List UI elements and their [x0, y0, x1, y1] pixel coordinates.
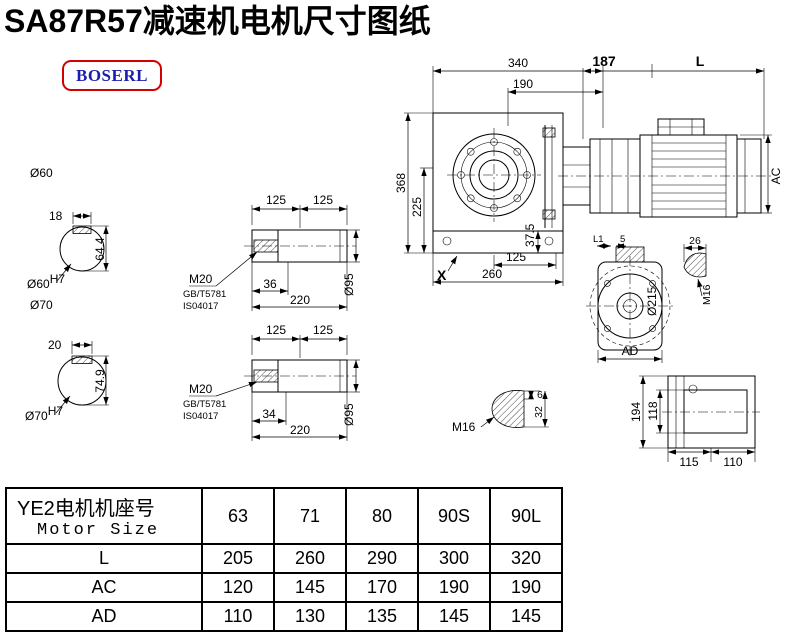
table-cell: 170 [345, 572, 419, 603]
dim-70-keyheight: 74.9 [93, 369, 107, 393]
table-size-71: 71 [273, 487, 347, 545]
dim-26: 26 [689, 235, 701, 247]
thread-label: M20 [189, 272, 213, 286]
motor-size-table: YE2电机机座号 Motor Size 63 71 80 90S 90L L 2… [5, 487, 563, 632]
mark-x: X [437, 267, 447, 283]
dim-118: 118 [646, 401, 660, 420]
brand-logo: BOSERL [62, 60, 162, 91]
table-header-motor-size: YE2电机机座号 Motor Size [5, 487, 203, 545]
shaft-end-detail: 6 32 M16 [452, 389, 549, 434]
row-label-L: L [5, 543, 203, 574]
dim-L: L [696, 53, 705, 69]
shaft-section-60: Ø60 18 64.4 Ø60H7 [27, 166, 109, 291]
dim-125a: 125 [266, 193, 286, 207]
dim-5: 5 [620, 234, 625, 245]
table-cell: 145 [273, 572, 347, 603]
table-cell: 145 [417, 601, 491, 632]
table-row-AC: AC 120 145 170 190 190 [5, 572, 563, 603]
table-cell: 145 [489, 601, 563, 632]
motor-side-view: 187 L AC [558, 53, 783, 218]
dim-340: 340 [508, 56, 528, 70]
table-header-row: YE2电机机座号 Motor Size 63 71 80 90S 90L [5, 487, 563, 545]
flange-side-view: L1 5 Ø215 AD 26 M16 [586, 234, 713, 363]
std2-label: IS04017 [183, 301, 218, 312]
std2-label: IS04017 [183, 411, 218, 422]
dim-187: 187 [592, 53, 616, 69]
thread-label: M20 [189, 382, 213, 396]
dim-60-keyheight: 64.4 [93, 237, 107, 261]
dim-70-dia: Ø70 [30, 298, 53, 312]
table-cell: 290 [345, 543, 419, 574]
table-row-L: L 205 260 290 300 320 [5, 543, 563, 574]
dim-260: 260 [482, 267, 502, 281]
thread-M16: M16 [701, 284, 713, 305]
shaft-view-2: 125 125 M20 GB/T5781 IS04017 34 220 Ø95 [183, 323, 360, 441]
page-title: SA87R57减速机电机尺寸图纸 [4, 3, 431, 39]
dim-AD: AD [622, 344, 639, 358]
dim-AC: AC [769, 167, 783, 184]
dim-37-5: 37.5 [523, 223, 537, 247]
dim-threadlen: 34 [262, 407, 276, 421]
dim-215: Ø215 [645, 286, 659, 316]
dim-threadlen: 36 [263, 277, 277, 291]
table-size-90L: 90L [489, 487, 563, 545]
dim-totallen: 220 [290, 293, 310, 307]
dim-194: 194 [629, 402, 643, 422]
dim-125b: 125 [313, 323, 333, 337]
dim-70-fit: Ø70H7 [25, 404, 63, 423]
dim-60-dia: Ø60 [30, 166, 53, 180]
table-cell: 190 [489, 572, 563, 603]
dim-60-fit: Ø60H7 [27, 272, 65, 291]
dim-190: 190 [513, 77, 533, 91]
std1-label: GB/T5781 [183, 399, 226, 410]
table-cell: 320 [489, 543, 563, 574]
dim-115: 115 [679, 455, 698, 469]
dim-hubdia: Ø95 [342, 403, 356, 426]
table-cell: 120 [201, 572, 275, 603]
table-header-cn: YE2电机机座号 [17, 498, 155, 520]
shaft-view-1: 125 125 M20 GB/T5781 IS04017 36 220 Ø95 [183, 193, 360, 312]
dim-totallen: 220 [290, 423, 310, 437]
table-cell: 130 [273, 601, 347, 632]
table-cell: 135 [345, 601, 419, 632]
dim-60-keywidth: 18 [49, 209, 63, 223]
row-label-AC: AC [5, 572, 203, 603]
gearbox-front-view: 340 190 368 225 37.5 125 [394, 56, 604, 286]
std1-label: GB/T5781 [183, 289, 226, 300]
dim-225: 225 [410, 197, 424, 217]
dim-125a: 125 [266, 323, 286, 337]
table-size-80: 80 [345, 487, 419, 545]
table-cell: 300 [417, 543, 491, 574]
technical-drawing: Ø60 18 64.4 Ø60H7 Ø70 20 74.9 Ø70H7 [25, 53, 783, 469]
dim-368: 368 [394, 173, 408, 193]
dim-110: 110 [723, 455, 742, 469]
table-cell: 190 [417, 572, 491, 603]
dim-L1: L1 [593, 234, 604, 245]
table-size-63: 63 [201, 487, 275, 545]
table-cell: 260 [273, 543, 347, 574]
dim-70-keywidth: 20 [48, 338, 62, 352]
dim-125-bottom: 125 [506, 250, 526, 264]
thread-M16: M16 [452, 420, 476, 434]
table-size-90S: 90S [417, 487, 491, 545]
dim-32: 32 [533, 406, 545, 418]
table-cell: 205 [201, 543, 275, 574]
table-row-AD: AD 110 130 135 145 145 [5, 601, 563, 632]
dim-hubdia: Ø95 [342, 273, 356, 296]
table-cell: 110 [201, 601, 275, 632]
shaft-section-70: Ø70 20 74.9 Ø70H7 [25, 298, 109, 423]
motor-rear-view: 194 118 115 110 [629, 375, 760, 469]
dim-125b: 125 [313, 193, 333, 207]
dim-6: 6 [537, 389, 543, 401]
row-label-AD: AD [5, 601, 203, 632]
table-header-en: Motor Size [37, 521, 160, 540]
